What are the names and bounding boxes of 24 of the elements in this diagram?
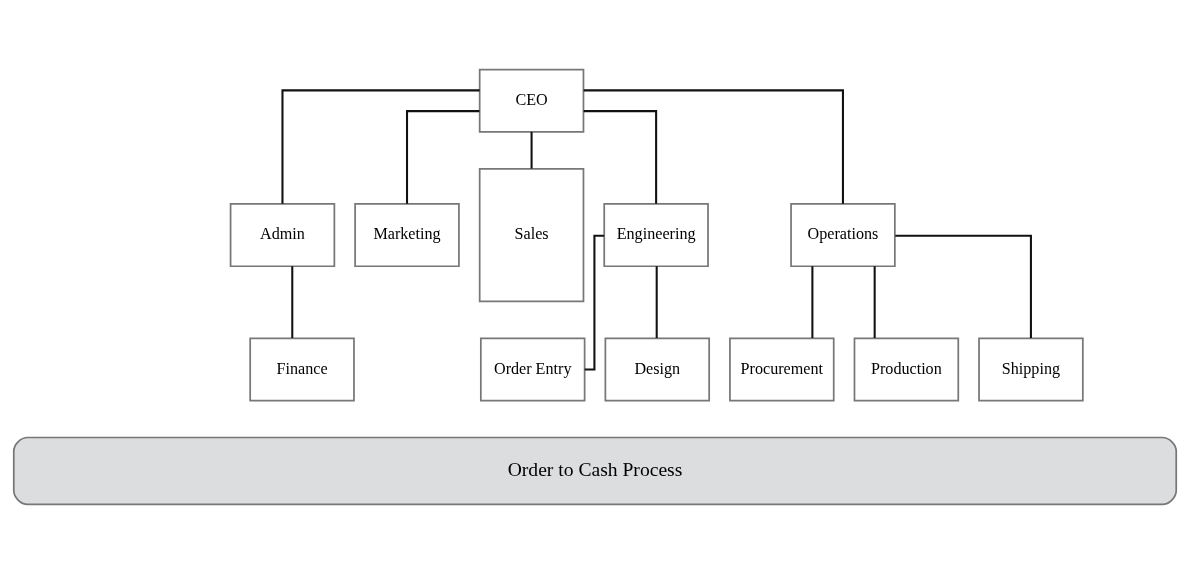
connector bbox=[405, 109, 480, 204]
node-box: CEO bbox=[478, 68, 585, 133]
connector bbox=[584, 234, 605, 370]
node-box: Order to Cash Process bbox=[12, 436, 1178, 505]
connector bbox=[655, 265, 658, 338]
connector bbox=[895, 234, 1032, 338]
connector bbox=[281, 88, 480, 204]
node-box: Shipping bbox=[978, 336, 1084, 401]
node-box: Procurement bbox=[729, 336, 835, 401]
connector bbox=[530, 131, 533, 169]
connector bbox=[583, 88, 844, 204]
node-box: Finance bbox=[249, 336, 355, 401]
node-box: Order Entry bbox=[479, 336, 586, 401]
connector bbox=[873, 265, 876, 338]
node-box: Engineering bbox=[603, 202, 709, 267]
node-box: Marketing bbox=[354, 202, 460, 267]
connector bbox=[811, 265, 814, 338]
node-box: Design bbox=[604, 336, 711, 401]
node-box: Sales bbox=[478, 167, 585, 302]
node-box: Admin bbox=[229, 202, 336, 267]
connector bbox=[583, 109, 658, 204]
node-box: Production bbox=[853, 336, 960, 401]
connector bbox=[291, 265, 294, 338]
node-box: Operations bbox=[790, 202, 896, 267]
